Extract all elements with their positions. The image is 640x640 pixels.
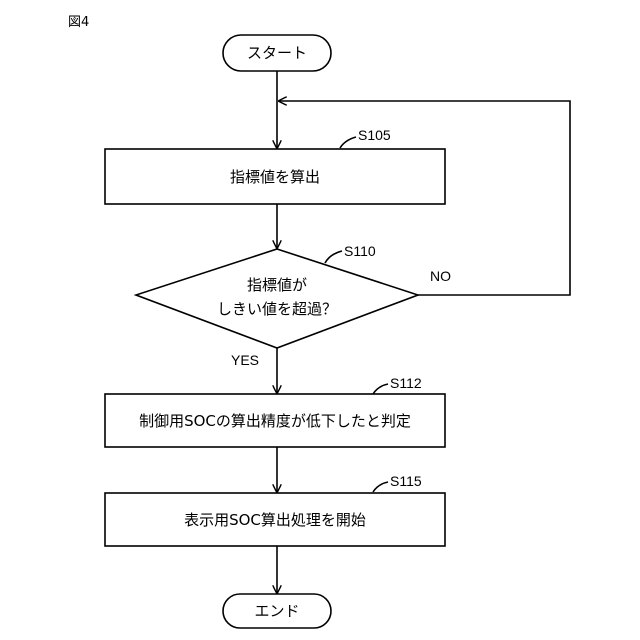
s110-decision-line1: 指標値が <box>247 276 307 294</box>
end-terminal: エンド <box>223 594 331 628</box>
s105-process: 指標値を算出 <box>105 149 445 204</box>
s115-leader <box>373 482 388 492</box>
s115-step-label: S115 <box>390 473 422 489</box>
s110-decision-line2: しきい値を超過？ <box>217 300 337 318</box>
s115-process: 表示用SOC算出処理を開始 <box>105 493 445 546</box>
s105-process-label: 指標値を算出 <box>230 168 320 186</box>
s112-process: 制御用SOCの算出精度が低下したと判定 <box>105 394 445 447</box>
s110-decision: 指標値が しきい値を超過？ <box>136 249 418 348</box>
yes-branch-label: YES <box>231 352 259 368</box>
s105-leader <box>340 137 356 148</box>
s110-step-label: S110 <box>344 243 376 259</box>
start-terminal-label: スタート <box>247 44 307 62</box>
s115-process-label: 表示用SOC算出処理を開始 <box>184 511 366 529</box>
s105-step-label: S105 <box>358 127 391 143</box>
s112-process-label: 制御用SOCの算出精度が低下したと判定 <box>139 412 411 430</box>
s112-leader <box>373 384 388 394</box>
s110-decision-diamond <box>136 249 418 348</box>
no-branch-label: NO <box>430 268 451 284</box>
s110-leader <box>325 251 342 263</box>
s112-step-label: S112 <box>390 375 422 391</box>
figure-label: 図4 <box>68 15 89 30</box>
start-terminal: スタート <box>223 35 331 71</box>
end-terminal-label: エンド <box>254 602 299 620</box>
